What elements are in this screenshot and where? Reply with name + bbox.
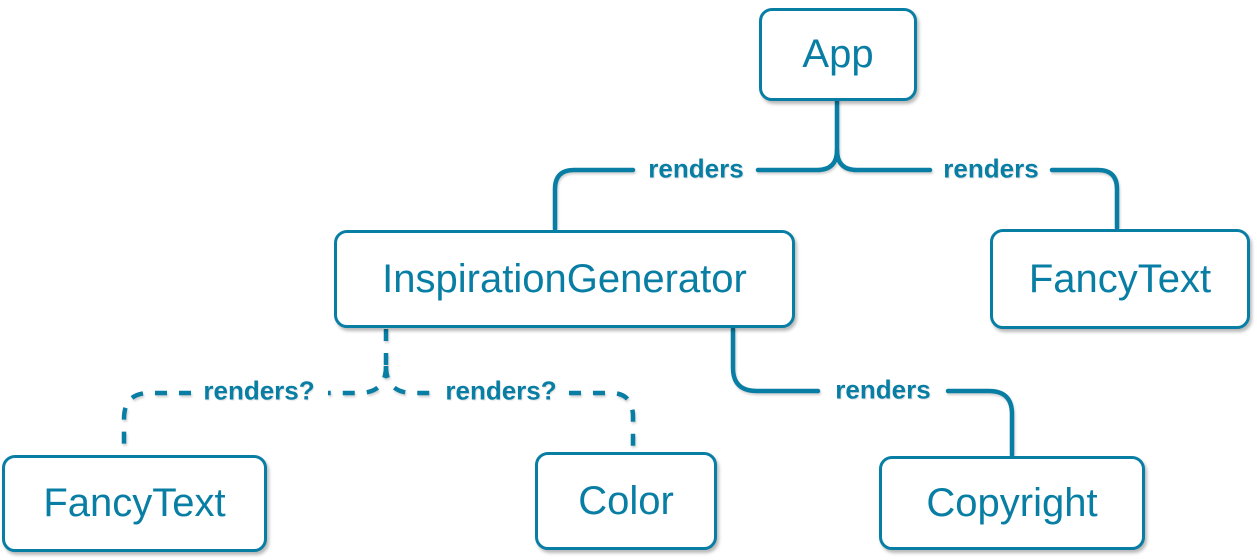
edge-label-inspirationgenerator-copyright: renders xyxy=(835,374,931,405)
node-fancy-text-top-label: FancyText xyxy=(1028,256,1212,301)
edge-label-app-inspirationgenerator: renders xyxy=(648,153,744,184)
node-copyright: Copyright xyxy=(879,456,1145,550)
edge-app-fancytext-line-a xyxy=(834,147,933,173)
node-fancy-text-bottom-label: FancyText xyxy=(43,481,226,525)
edge-inspirationgenerator-color-dashed-a xyxy=(383,365,433,396)
edge-label-app-fancytext: renders xyxy=(943,153,1039,184)
edge-app-fancytext-line-b xyxy=(1049,167,1120,231)
edge-app-inspirationgenerator-line-b xyxy=(552,167,636,232)
edge-inspirationgenerator-fancytext-dashed-a xyxy=(328,365,389,396)
edge-label-inspirationgenerator-color: renders? xyxy=(445,375,557,406)
node-fancy-text-top: FancyText xyxy=(990,229,1250,329)
node-inspiration-generator: InspirationGenerator xyxy=(334,230,795,328)
edge-inspirationgenerator-copyright-line-a xyxy=(730,326,821,394)
edge-inspirationgenerator-copyright-line-b xyxy=(945,388,1015,458)
node-color: Color xyxy=(535,452,717,550)
node-color-label: Color xyxy=(578,478,674,523)
edge-inspirationgenerator-fancytext-dashed-b xyxy=(121,390,191,453)
edge-app-inspirationgenerator-line-a xyxy=(755,98,840,173)
node-inspiration-generator-label: InspirationGenerator xyxy=(382,256,747,301)
node-app: App xyxy=(759,8,917,101)
node-app-label: App xyxy=(802,32,874,76)
node-copyright-label: Copyright xyxy=(926,480,1098,525)
node-fancy-text-bottom: FancyText xyxy=(2,455,267,552)
edge-label-inspirationgenerator-fancytext: renders? xyxy=(203,375,315,406)
edge-inspirationgenerator-color-dashed-b xyxy=(569,390,636,450)
